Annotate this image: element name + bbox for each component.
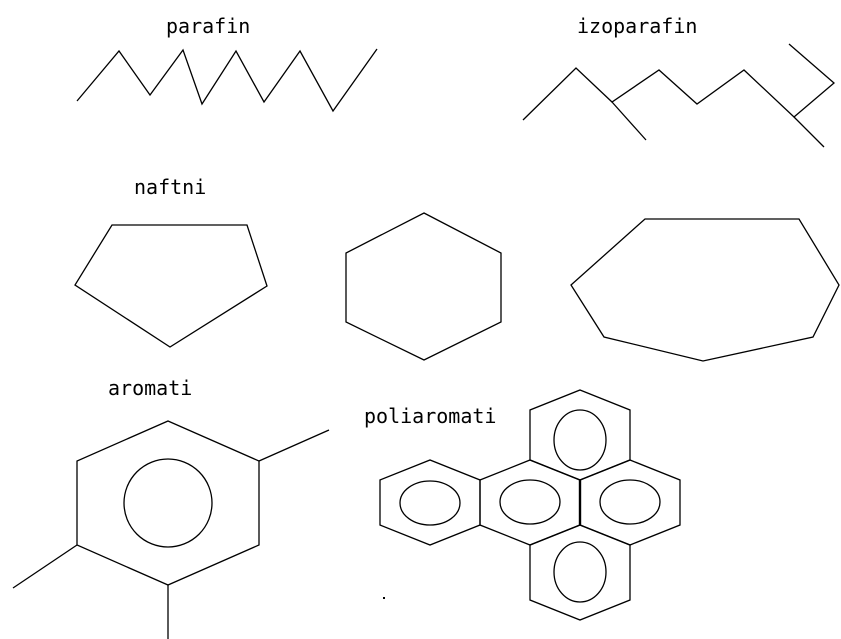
izoparafin-branch-left bbox=[611, 101, 647, 141]
naftni-structures bbox=[74, 212, 840, 362]
polyaromatic-ring-top-circle bbox=[553, 409, 607, 471]
stray-dot bbox=[383, 597, 385, 599]
polyaromatic-ring-center bbox=[479, 459, 581, 546]
polyaromatic-ring-left-circle bbox=[399, 480, 461, 526]
cyclopentane-ring bbox=[74, 224, 268, 348]
polyaromatic-ring-right bbox=[579, 459, 681, 546]
benzene-aromatic-circle bbox=[123, 458, 213, 548]
label-izoparafin: izoparafin bbox=[577, 14, 697, 38]
cyclohexane-ring bbox=[345, 212, 502, 361]
label-parafin: parafin bbox=[166, 14, 250, 38]
parafin-structure bbox=[76, 48, 378, 113]
label-poliaromati: poliaromati bbox=[364, 404, 496, 428]
parafin-zigzag-chain bbox=[76, 48, 378, 113]
polyaromatic-ring-bottom bbox=[529, 524, 631, 621]
label-aromati: aromati bbox=[108, 376, 192, 400]
poliaromati-structure bbox=[379, 389, 681, 621]
polyaromatic-ring-center-circle bbox=[499, 479, 561, 525]
benzene-ring bbox=[76, 420, 260, 586]
polyaromatic-ring-bottom-circle bbox=[553, 541, 607, 603]
izoparafin-main-chain bbox=[522, 43, 835, 121]
polyaromatic-ring-top bbox=[529, 389, 631, 481]
polyaromatic-ring-left bbox=[379, 459, 481, 546]
aromati-structure bbox=[12, 420, 330, 639]
label-naftni: naftni bbox=[134, 175, 206, 199]
izoparafin-branch-right bbox=[793, 116, 825, 148]
methyl-substituent-lower-left bbox=[12, 544, 78, 589]
methyl-substituent-upper-right bbox=[258, 429, 330, 462]
izoparafin-structure bbox=[522, 43, 835, 148]
cyclooctane-ring bbox=[570, 218, 840, 362]
polyaromatic-ring-right-circle bbox=[599, 479, 661, 525]
